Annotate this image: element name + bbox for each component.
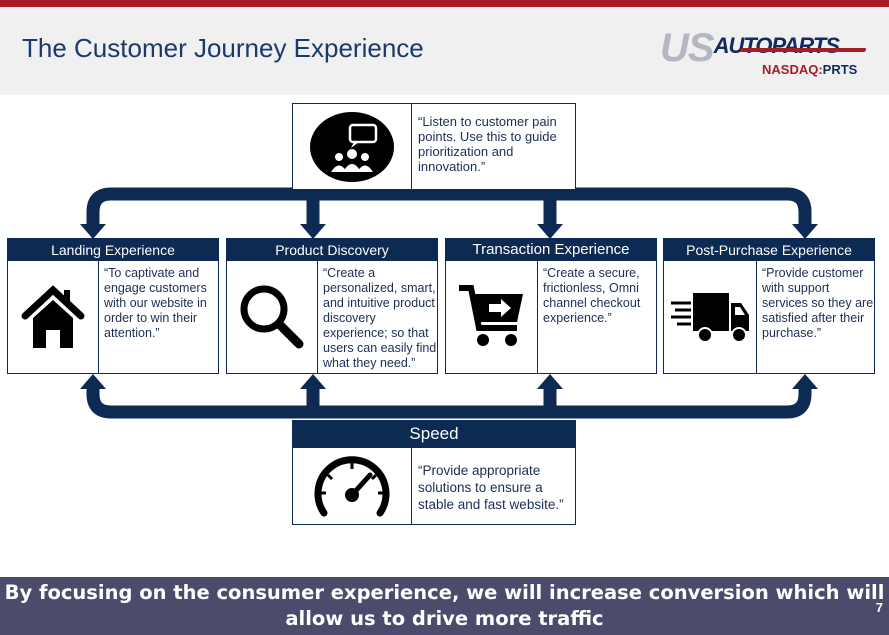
search-icon (227, 261, 318, 373)
summary-line-1: By focusing on the consumer experience, … (4, 581, 885, 604)
stage-landing-experience: Landing Experience “To captivate and eng… (7, 238, 219, 374)
stage-quote: “Provide customer with support services … (762, 266, 874, 340)
page-number: 7 (875, 600, 883, 615)
speed-quote: “Provide appropriate solutions to ensure… (418, 463, 564, 512)
customer-feedback-icon (293, 104, 412, 189)
stage-product-discovery: Product Discovery “Create a personalized… (226, 238, 438, 374)
summary-banner: By focusing on the consumer experience, … (0, 577, 889, 635)
stage-title: Landing Experience (8, 239, 218, 261)
home-icon (8, 261, 99, 373)
stage-quote: “Create a personalized, smart, and intui… (323, 266, 437, 370)
cart-icon (446, 261, 538, 373)
speedometer-icon (293, 448, 412, 524)
delivery-truck-icon (664, 261, 757, 373)
stage-title: Transaction Experience (446, 239, 656, 261)
page-title: The Customer Journey Experience (22, 33, 424, 63)
stage-title: Post-Purchase Experience (664, 239, 874, 261)
listen-quote: “Listen to customer pain points. Use thi… (418, 114, 557, 174)
stage-transaction-experience: Transaction Experience “Create a secure,… (445, 238, 657, 374)
speed-title: Speed (293, 420, 575, 448)
stage-title: Product Discovery (227, 239, 437, 261)
company-logo: USAUTOPARTS (660, 26, 840, 70)
summary-line-2: allow us to drive more traffic (285, 607, 604, 630)
top-accent-bar (0, 0, 889, 7)
stage-quote: “To captivate and engage customers with … (104, 266, 207, 340)
stage-quote: “Create a secure, frictionless, Omni cha… (543, 266, 641, 325)
speed-box: Speed “Provide appropriate solutions to … (292, 420, 576, 525)
stage-post-purchase-experience: Post-Purchase Experience “Provide custom… (663, 238, 875, 374)
listen-box: “Listen to customer pain points. Use thi… (292, 103, 576, 190)
ticker-label: NASDAQ:PRTS (762, 62, 858, 77)
